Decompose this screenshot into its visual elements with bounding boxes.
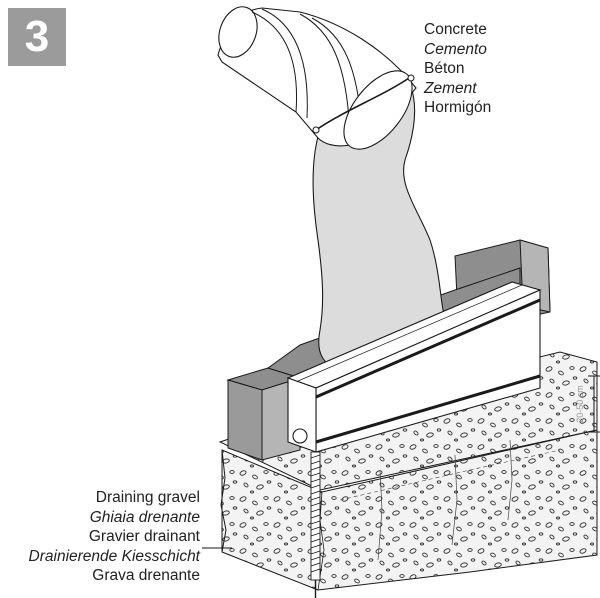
concrete-label-de: Zement: [424, 79, 477, 97]
concrete-label-en: Concrete: [424, 21, 487, 38]
concrete-label-fr: Béton: [424, 60, 465, 77]
gravel-label-it: Ghiaia drenante: [89, 508, 200, 526]
gravel-label-list: Draining gravel Ghiaia drenante Gravier …: [0, 488, 200, 586]
concrete-label-list: Concrete Cemento Béton Zement Hormigón: [424, 20, 491, 118]
gravel-label-de: Drainierende Kiesschicht: [28, 547, 200, 565]
gravel-label-en: Draining gravel: [95, 489, 200, 506]
bucket-icon: [217, 6, 417, 150]
concrete-label-it: Cemento: [424, 40, 487, 58]
step-number-badge: 3: [8, 8, 66, 66]
depth-dimension-label: 20-50 cm: [575, 385, 585, 423]
concrete-label-es: Hormigón: [424, 99, 492, 116]
threaded-anchor-rod: [310, 451, 321, 598]
depth-dimension-marker: 20-50 cm: [575, 375, 600, 433]
gravel-label-fr: Gravier drainant: [88, 528, 200, 545]
drain-outlet-hole: [292, 428, 308, 444]
gravel-label-es: Grava drenante: [92, 567, 200, 584]
